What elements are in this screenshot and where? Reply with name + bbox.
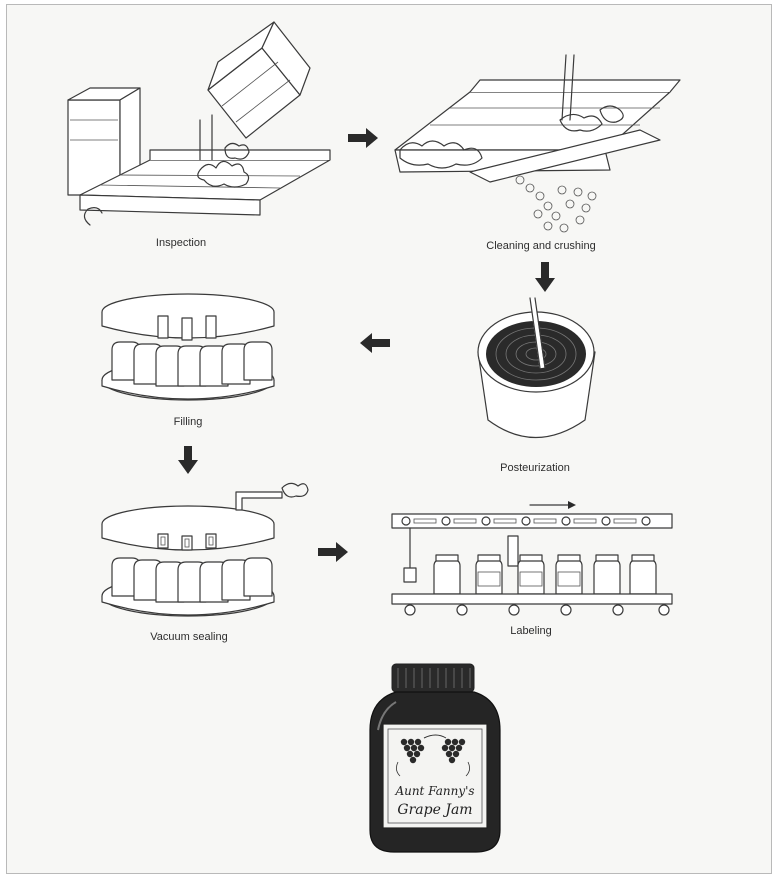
finished-jam-jar-illustration: Aunt Fanny's Grape Jam	[369, 663, 501, 853]
vacuum-sealing-illustration	[101, 482, 309, 617]
arrow-filling-to-sealing	[178, 446, 198, 474]
cleaning-crushing-illustration	[394, 54, 681, 233]
step-label-filling: Filling	[173, 416, 203, 428]
labeling-line-illustration	[391, 501, 673, 616]
filling-machine-illustration	[101, 293, 275, 401]
arrow-inspection-to-cleaning	[348, 128, 378, 148]
step-label-labeling: Labeling	[510, 625, 552, 637]
arrow-cleaning-to-pasteurization	[535, 262, 555, 292]
step-label-cleaning-crushing: Cleaning and crushing	[486, 240, 596, 252]
jar-label-line1: Aunt Fanny's	[394, 784, 474, 798]
pasteurization-vat-illustration	[477, 297, 596, 438]
grape-cluster-icon	[400, 738, 466, 764]
inspection-illustration	[67, 21, 331, 226]
step-label-inspection: Inspection	[155, 237, 207, 249]
arrow-pasteurization-to-filling	[360, 333, 390, 353]
arrow-sealing-to-labeling	[318, 542, 348, 562]
step-label-pasteurization: Posteurization	[500, 462, 570, 474]
step-label-vacuum-sealing: Vacuum sealing	[150, 631, 228, 643]
jar-label-line2: Grape Jam	[397, 802, 472, 818]
